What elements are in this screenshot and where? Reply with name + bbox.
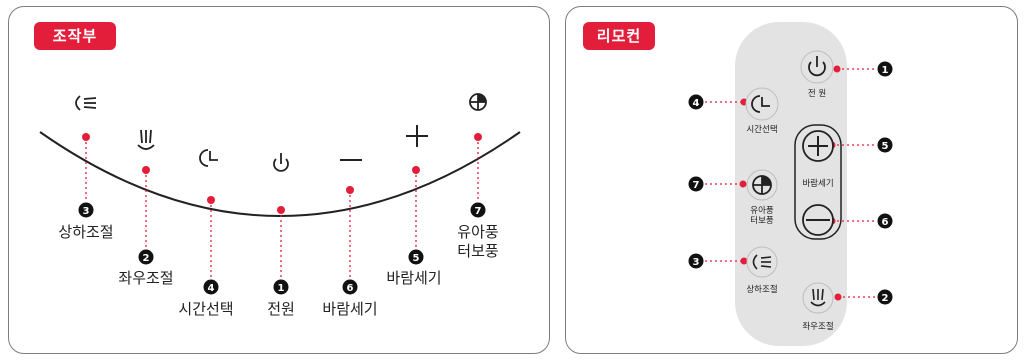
swing-horizontal-icon[interactable]	[137, 129, 155, 150]
remote-badge-wind-up: 5	[877, 137, 893, 153]
remote-panel-title: 리모컨	[583, 22, 655, 50]
remote-badge-mode: 7	[688, 176, 704, 192]
label-timer: 시간선택	[178, 300, 233, 318]
svg-text:5: 5	[413, 253, 420, 264]
svg-text:2: 2	[143, 253, 150, 264]
timer-icon[interactable]	[199, 149, 218, 167]
label-wind-up: 바람세기	[386, 269, 441, 287]
remote-wind-down-button[interactable]	[802, 204, 834, 236]
remote-power-button[interactable]	[800, 50, 834, 84]
control-panel-box: 조작부	[8, 6, 550, 354]
remote-label-swing-vertical: 상하조절	[746, 284, 777, 295]
remote-badge-swing-vertical: 3	[688, 253, 704, 269]
wind-button-group	[794, 124, 842, 240]
remote-badge-timer: 4	[688, 94, 704, 110]
remote-badge-swing-horizontal: 2	[877, 289, 893, 305]
dot-timer	[207, 196, 215, 204]
svg-text:6: 6	[347, 283, 354, 294]
remote-timer-button[interactable]	[745, 87, 779, 121]
svg-text:4: 4	[208, 283, 215, 294]
power-icon[interactable]	[273, 153, 289, 172]
svg-text:7: 7	[475, 206, 482, 217]
label-power: 전원	[267, 300, 295, 318]
badge-swing-vertical: 3	[78, 202, 94, 218]
dot-wind-up	[412, 166, 420, 174]
remote-wind-up-button[interactable]	[802, 130, 834, 162]
badge-mode: 7	[470, 202, 486, 218]
control-panel-title: 조작부	[34, 22, 116, 50]
svg-text:2: 2	[882, 293, 889, 304]
label-swing-vertical: 상하조절	[58, 223, 113, 241]
svg-text:4: 4	[693, 98, 700, 109]
svg-text:6: 6	[882, 217, 889, 228]
remote-label-mode-line1: 유아풍	[750, 205, 774, 216]
dot-swing-vertical	[82, 133, 90, 141]
label-mode-line2: 터보풍	[457, 242, 498, 260]
remote-label-wind: 바람세기	[802, 178, 833, 189]
svg-text:3: 3	[83, 206, 90, 217]
remote-swing-horizontal-button[interactable]	[802, 282, 834, 314]
remote-label-timer: 시간선택	[746, 124, 777, 135]
remote-badge-wind-down: 6	[877, 213, 893, 229]
plus-icon[interactable]	[406, 125, 428, 147]
svg-text:3: 3	[693, 257, 700, 268]
svg-text:1: 1	[278, 283, 285, 294]
dot-wind-down	[346, 186, 354, 194]
badge-power: 1	[273, 279, 289, 295]
label-mode-line1: 유아풍	[457, 223, 498, 241]
panel-curve	[39, 131, 521, 217]
badge-timer: 4	[203, 279, 219, 295]
remote-badge-power: 1	[877, 61, 893, 77]
remote-mode-button[interactable]	[746, 169, 778, 201]
swing-vertical-icon[interactable]	[75, 95, 97, 111]
badge-wind-up: 5	[408, 249, 424, 265]
dot-mode	[474, 133, 482, 141]
label-swing-horizontal: 좌우조절	[118, 269, 173, 287]
remote-label-swing-horizontal: 좌우조절	[802, 322, 833, 332]
remote-label-mode-line2: 터보풍	[750, 216, 774, 226]
dot-swing-horizontal	[142, 166, 150, 174]
svg-text:7: 7	[693, 180, 700, 191]
badge-wind-down: 6	[342, 279, 358, 295]
svg-text:1: 1	[882, 65, 889, 76]
remote-label-power: 전 원	[808, 88, 826, 99]
dot-power	[277, 206, 285, 214]
label-wind-down: 바람세기	[322, 300, 377, 318]
badge-swing-horizontal: 2	[138, 249, 154, 265]
mode-icon[interactable]	[469, 93, 487, 111]
leader-lines	[85, 137, 479, 278]
svg-text:5: 5	[882, 141, 889, 152]
remote-swing-vertical-button[interactable]	[746, 246, 778, 278]
